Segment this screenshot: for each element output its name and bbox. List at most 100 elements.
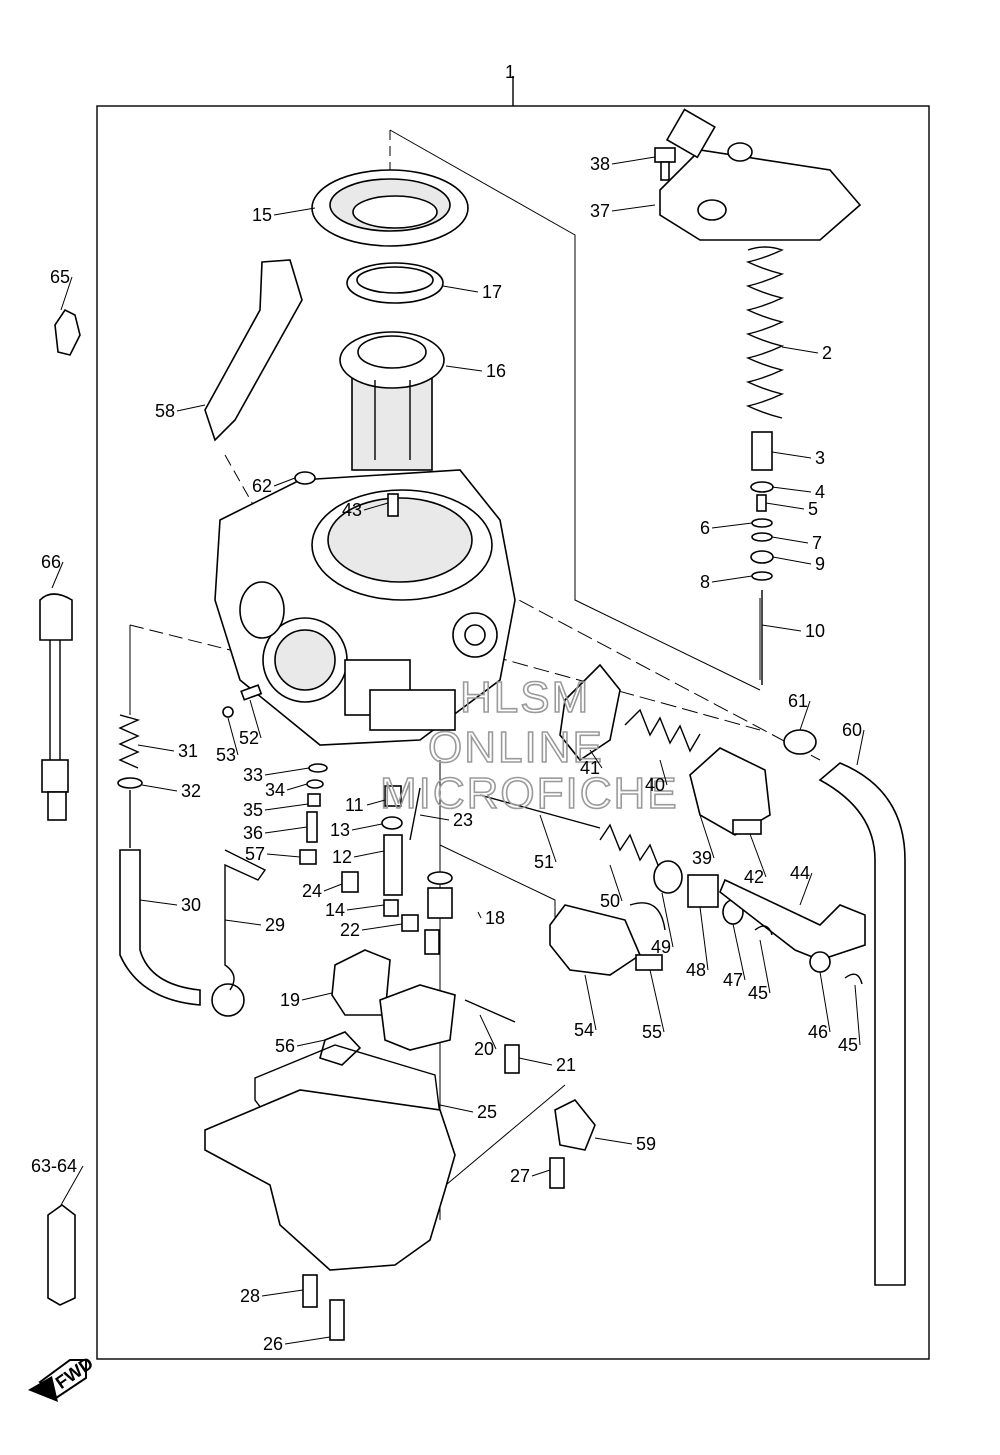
leader-36 (264, 826, 308, 834)
leader-38 (611, 156, 656, 165)
callout-51: 51 (534, 852, 554, 872)
part-51-rod (479, 794, 601, 829)
leader-6 (711, 522, 753, 529)
part-45b-clip (844, 973, 863, 985)
callout-49: 49 (651, 937, 671, 957)
callout-15: 15 (252, 205, 272, 225)
leader-31 (137, 744, 175, 752)
callout-35: 35 (243, 800, 263, 820)
part-3-needle-holder (751, 431, 773, 471)
part-63-64-strap (47, 1204, 76, 1306)
leader-2 (781, 346, 819, 354)
leader-13 (351, 823, 383, 831)
leader-52 (249, 699, 262, 739)
part-42-screw (732, 819, 762, 835)
leader-12 (353, 850, 385, 858)
leader-61 (799, 700, 811, 731)
part-66-connector (39, 593, 73, 821)
callout-41: 41 (580, 758, 600, 778)
callout-21: 21 (556, 1055, 576, 1075)
part-19-float (331, 949, 456, 1051)
leader-66 (51, 561, 64, 589)
leader-14 (346, 904, 385, 911)
leader-58 (176, 404, 206, 412)
callout-30: 30 (181, 895, 201, 915)
leader-43 (363, 502, 389, 511)
leader-27 (531, 1169, 551, 1177)
part-35-spring (307, 793, 321, 807)
fwd-arrow: FWD (28, 1353, 97, 1402)
callout-62: 62 (252, 476, 272, 496)
leader-59 (594, 1137, 633, 1145)
callout-5: 5 (808, 499, 818, 519)
callout-50: 50 (600, 891, 620, 911)
leader-10 (761, 624, 802, 632)
part-27-screw (549, 1157, 565, 1189)
leader-30 (139, 899, 178, 906)
callout-8: 8 (700, 572, 710, 592)
callout-61: 61 (788, 691, 808, 711)
part-8-washer (751, 571, 773, 581)
callout-39: 39 (692, 848, 712, 868)
callout-13: 13 (330, 820, 350, 840)
part-50-spring (599, 823, 661, 871)
callout-32: 32 (181, 781, 201, 801)
leader-19 (301, 992, 333, 1001)
leader-50 (609, 864, 623, 902)
callout-57: 57 (245, 844, 265, 864)
leader-62 (273, 477, 296, 487)
leader-34 (286, 783, 308, 791)
part-2-spring (745, 246, 785, 419)
callout-18: 18 (485, 908, 505, 928)
watermark-line1: HLSM (460, 673, 590, 722)
callout-42: 42 (744, 867, 764, 887)
leader-55 (649, 969, 665, 1033)
part-32-washer (117, 777, 143, 789)
part-30-knob (211, 983, 245, 1017)
callout-60: 60 (842, 720, 862, 740)
callout-58: 58 (155, 401, 175, 421)
leader-16 (445, 365, 483, 372)
part-14-jet (383, 899, 399, 917)
leader-42 (749, 833, 767, 878)
callout-11: 11 (345, 795, 364, 815)
callout-25: 25 (477, 1102, 497, 1122)
leader-37 (611, 204, 656, 212)
leader-57 (266, 853, 301, 858)
part-15-cap (311, 169, 469, 247)
leader-48 (699, 906, 709, 971)
callout-4: 4 (815, 482, 825, 502)
callout-2: 2 (822, 343, 832, 363)
leader-44 (799, 872, 813, 906)
leader-56 (296, 1039, 326, 1047)
leader-45 (759, 939, 771, 994)
leader-41 (589, 749, 603, 769)
part-36-screw (306, 811, 318, 843)
callout-9: 9 (815, 554, 825, 574)
callout-7: 7 (812, 533, 822, 553)
callout-54: 54 (574, 1020, 594, 1040)
callout-leaders (51, 156, 865, 1345)
leader-49 (661, 892, 674, 948)
part-9-ring (750, 550, 774, 564)
callout-22: 22 (340, 920, 360, 940)
leader-39 (699, 814, 715, 859)
part-13-oring (381, 816, 403, 830)
callout-44: 44 (790, 863, 810, 883)
callout-66: 66 (41, 552, 61, 572)
callout-33: 33 (243, 765, 263, 785)
callout-46: 46 (808, 1022, 828, 1042)
leader-25 (439, 1104, 474, 1113)
leader-9 (772, 556, 812, 565)
part-24-jet (341, 871, 359, 893)
callout-43: 43 (342, 500, 362, 520)
part-28-screw (302, 1274, 318, 1308)
leader-20 (479, 1014, 497, 1050)
callout-16: 16 (486, 361, 506, 381)
callout-53: 53 (216, 745, 236, 765)
leader-8 (711, 575, 753, 583)
callout-63-64: 63-64 (31, 1156, 77, 1176)
callout-29: 29 (265, 915, 285, 935)
leader-53 (227, 717, 239, 756)
